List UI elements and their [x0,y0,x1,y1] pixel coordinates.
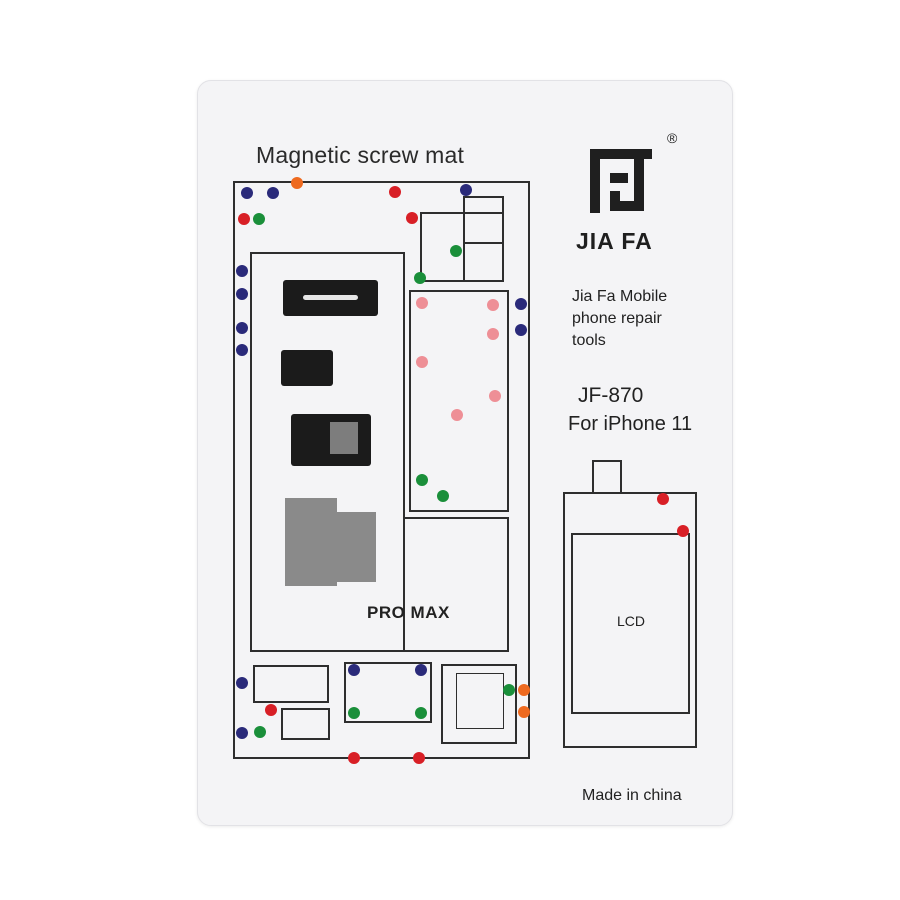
screw-dot [518,706,530,718]
screw-dot [236,677,248,689]
screw-dot [487,299,499,311]
battery-screw-box [409,290,509,512]
screw-dot [437,490,449,502]
registered-mark: ® [667,130,678,146]
shield-plate-left [285,498,337,586]
screw-dot [415,707,427,719]
screw-dot [254,726,266,738]
board-top-edge [403,517,509,519]
screw-dot [416,356,428,368]
shield-plate-right [332,512,376,582]
screw-dot [460,184,472,196]
screw-dot [489,390,501,402]
screw-dot [406,212,418,224]
screw-dot [241,187,253,199]
bottom-box-right-inner [456,673,504,729]
bracket-part [281,350,333,386]
screw-dot [348,664,360,676]
top-component-cell [463,196,504,244]
lcd-frame [563,492,697,748]
bottom-box-right [441,664,517,744]
screw-dot [253,213,265,225]
camera-cutout [330,422,358,454]
screw-dot [236,288,248,300]
screw-dot [451,409,463,421]
screw-dot [657,493,669,505]
device-label: For iPhone 11 [568,413,693,435]
speaker-slot [303,295,358,300]
bottom-box-center [344,662,432,723]
screw-dot [518,684,530,696]
screw-dot [416,297,428,309]
bottom-box-left-lower [281,708,330,740]
screw-dot [515,324,527,336]
fj-logo-icon [590,149,652,213]
phone-outline [233,181,530,759]
lcd-flex-tab [592,460,622,492]
screw-dot [348,707,360,719]
screw-dot [238,213,250,225]
lower-board-outline [250,517,509,652]
origin-label: Made in china [582,787,682,804]
screw-dot [236,727,248,739]
screw-dot [413,752,425,764]
screw-dot [416,474,428,486]
screw-dot [291,177,303,189]
model-number: JF-870 [578,384,644,407]
screw-dot [265,704,277,716]
variant-label: PRO MAX [367,603,450,622]
screw-dot [414,272,426,284]
screw-dot [487,328,499,340]
bottom-box-left [253,665,329,703]
screw-dot [677,525,689,537]
lcd-panel [571,533,690,714]
screw-dot [515,298,527,310]
screw-dot [267,187,279,199]
screw-dot [236,344,248,356]
screw-dot [415,664,427,676]
top-component-cell [463,242,504,282]
screw-dot [450,245,462,257]
screw-dot [236,265,248,277]
screw-dot [503,684,515,696]
brand-tagline: Jia Fa Mobile phone repair tools [572,288,668,349]
screw-dot [348,752,360,764]
screw-dot [236,322,248,334]
mat-title: Magnetic screw mat [256,142,465,168]
lcd-label: LCD [617,613,646,629]
brand-name: JIA FA [576,228,653,254]
screw-dot [389,186,401,198]
